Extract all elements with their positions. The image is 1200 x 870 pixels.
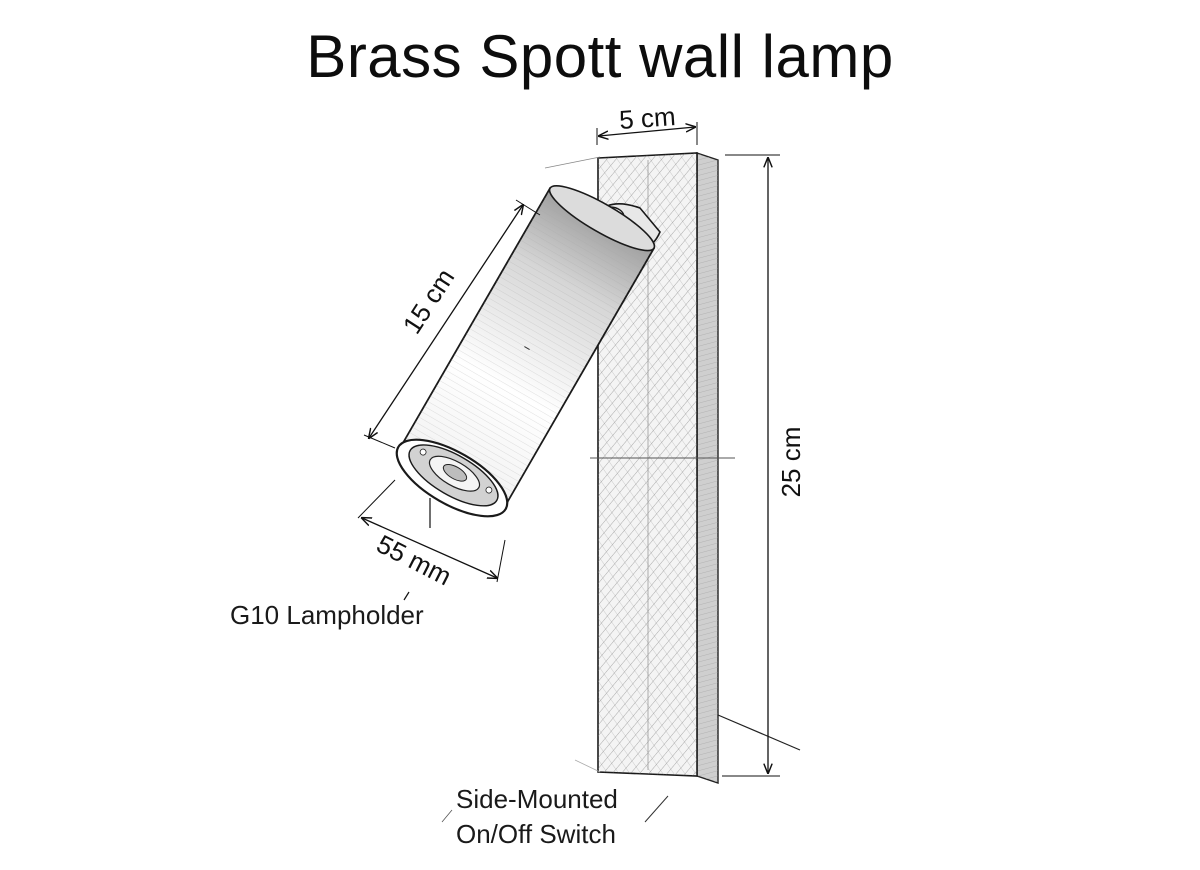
dimension-plate-width: 5 cm xyxy=(596,101,698,145)
plate-width-label: 5 cm xyxy=(618,101,676,135)
wall-plate xyxy=(544,152,801,784)
diagram-title: Brass Spott wall lamp xyxy=(306,23,894,90)
plate-height-label: 25 cm xyxy=(776,427,806,498)
callout-lampholder: G10 Lampholder xyxy=(230,498,431,630)
switch-label-line1: Side-Mounted xyxy=(456,784,618,814)
body-length-label: 15 cm xyxy=(397,263,461,339)
callout-switch: Side-Mounted On/Off Switch xyxy=(441,784,669,849)
body-diameter-label: 55 mm xyxy=(372,529,456,592)
dimension-plate-height: 25 cm xyxy=(722,154,806,777)
lampholder-label: G10 Lampholder xyxy=(230,600,424,630)
switch-label-line2: On/Off Switch xyxy=(456,819,616,849)
